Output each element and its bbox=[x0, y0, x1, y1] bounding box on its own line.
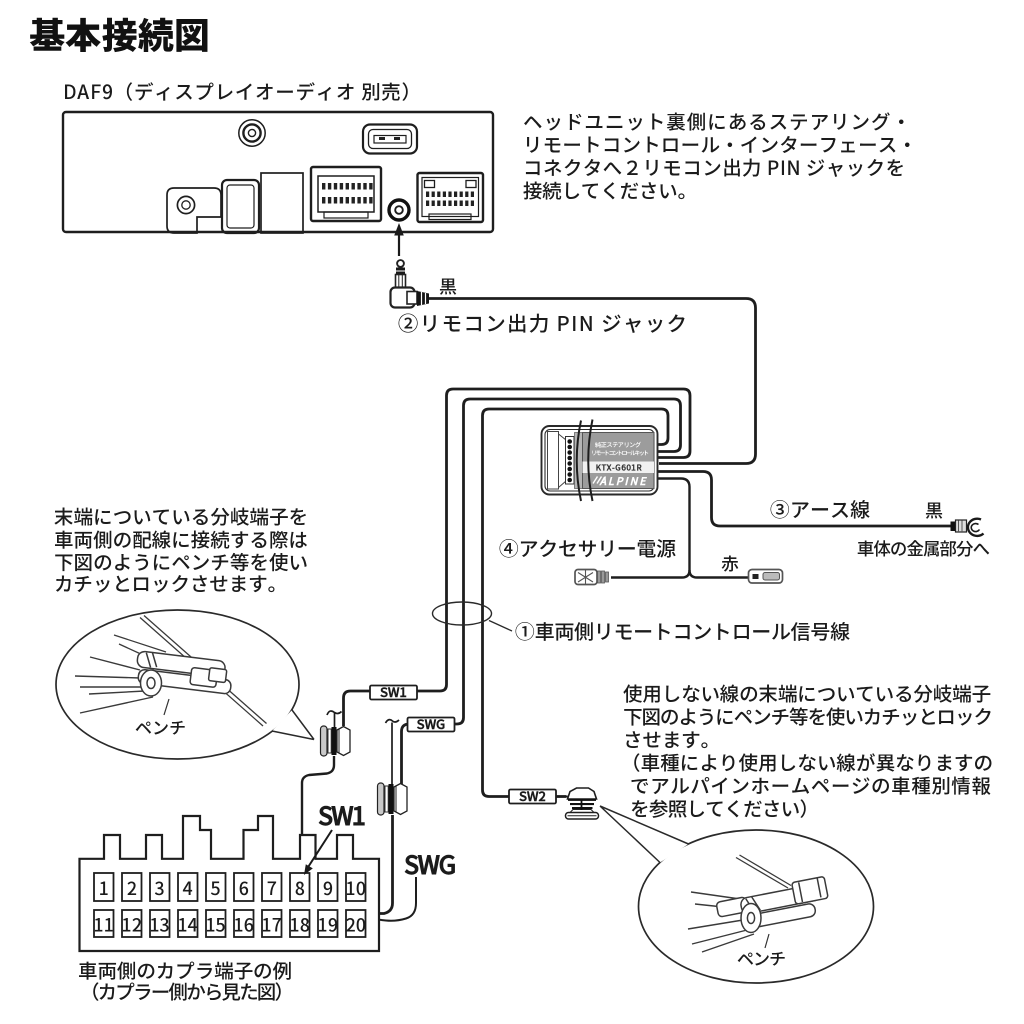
svg-text:車両側のカプラ端子の例: 車両側のカプラ端子の例 bbox=[78, 955, 292, 984]
svg-text:11: 11 bbox=[93, 912, 114, 938]
svg-text:でアルパインホームページの車種別情報: でアルパインホームページの車種別情報 bbox=[630, 770, 991, 799]
svg-text:③アース線: ③アース線 bbox=[770, 494, 871, 523]
svg-text:を参照してください）: を参照してください） bbox=[630, 793, 819, 822]
svg-text:黒: 黒 bbox=[925, 497, 943, 523]
svg-text:1: 1 bbox=[99, 875, 109, 901]
svg-text:16: 16 bbox=[233, 912, 254, 938]
svg-text:10: 10 bbox=[345, 875, 366, 901]
svg-text:使用しない線の末端についている分岐端子: 使用しない線の末端についている分岐端子 bbox=[623, 678, 991, 707]
svg-text:させます。: させます。 bbox=[623, 724, 720, 753]
svg-text:20: 20 bbox=[345, 912, 366, 938]
svg-text:カチッとロックさせます。: カチッとロックさせます。 bbox=[54, 568, 287, 597]
svg-text:リモートコントロール・インターフェース・: リモートコントロール・インターフェース・ bbox=[523, 129, 917, 158]
svg-text:基本接続図: 基本接続図 bbox=[29, 8, 210, 60]
svg-text:下図のようにペンチ等を使いカチッとロック: 下図のようにペンチ等を使いカチッとロック bbox=[623, 701, 993, 730]
svg-text:3: 3 bbox=[155, 875, 165, 901]
svg-text:18: 18 bbox=[289, 912, 310, 938]
svg-text:9: 9 bbox=[323, 875, 333, 901]
svg-text:7: 7 bbox=[267, 875, 277, 901]
svg-text:①車両側リモートコントロール信号線: ①車両側リモートコントロール信号線 bbox=[515, 616, 851, 645]
svg-text:接続してください。: 接続してください。 bbox=[523, 175, 697, 204]
svg-text:19: 19 bbox=[317, 912, 338, 938]
svg-text:（カプラー側から見た図）: （カプラー側から見た図） bbox=[80, 976, 294, 1005]
svg-text:ペンチ: ペンチ bbox=[135, 714, 186, 739]
svg-text:15: 15 bbox=[205, 912, 226, 938]
svg-text:ペンチ: ペンチ bbox=[737, 945, 786, 970]
svg-text:末端についている分岐端子を: 末端についている分岐端子を bbox=[54, 501, 308, 530]
svg-text:SW2: SW2 bbox=[518, 786, 547, 805]
svg-text:5: 5 bbox=[211, 875, 221, 901]
svg-text:コネクタへ２リモコン出力 PIN ジャックを: コネクタへ２リモコン出力 PIN ジャックを bbox=[523, 152, 905, 181]
svg-text:12: 12 bbox=[121, 912, 142, 938]
svg-text:SW1: SW1 bbox=[318, 797, 366, 833]
svg-text:13: 13 bbox=[149, 912, 170, 938]
svg-text:6: 6 bbox=[239, 875, 249, 901]
svg-text:SW1: SW1 bbox=[379, 682, 407, 701]
svg-text:KTX-G601R: KTX-G601R bbox=[596, 463, 643, 474]
svg-text:②リモコン出力 PIN ジャック: ②リモコン出力 PIN ジャック bbox=[398, 307, 687, 337]
svg-text:SWG: SWG bbox=[404, 846, 456, 882]
svg-text:（車種により使用しない線が異なりますの: （車種により使用しない線が異なりますの bbox=[621, 747, 993, 776]
svg-text:ヘッドユニット裏側にあるステアリング・: ヘッドユニット裏側にあるステアリング・ bbox=[523, 106, 911, 135]
svg-text:SWG: SWG bbox=[416, 714, 446, 733]
svg-text:車体の金属部分へ: 車体の金属部分へ bbox=[857, 536, 990, 561]
svg-text:④アクセサリー電源: ④アクセサリー電源 bbox=[499, 533, 676, 562]
svg-text:17: 17 bbox=[261, 912, 282, 938]
svg-text:赤: 赤 bbox=[721, 551, 739, 576]
svg-text:2: 2 bbox=[127, 875, 137, 901]
svg-text:リモートコントロールキット: リモートコントロールキット bbox=[591, 448, 649, 457]
svg-text:下図のようにペンチ等を使い: 下図のようにペンチ等を使い bbox=[54, 547, 308, 576]
svg-text:14: 14 bbox=[177, 912, 198, 938]
svg-text:純正ステアリング: 純正ステアリング bbox=[595, 440, 641, 449]
svg-text:DAF9（ディスプレイオーディオ 別売）: DAF9（ディスプレイオーディオ 別売） bbox=[63, 76, 421, 105]
svg-text:8: 8 bbox=[295, 875, 305, 901]
svg-text:黒: 黒 bbox=[439, 273, 457, 299]
svg-text:車両側の配線に接続する際は: 車両側の配線に接続する際は bbox=[54, 524, 308, 553]
svg-text:4: 4 bbox=[183, 875, 194, 901]
